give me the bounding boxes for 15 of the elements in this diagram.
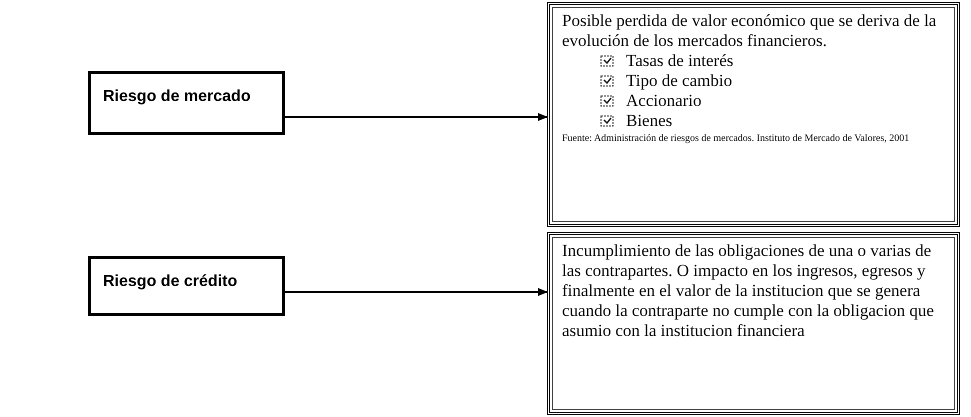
list-item: Tipo de cambio xyxy=(626,71,732,91)
arrow xyxy=(285,113,548,121)
description-box xyxy=(547,232,960,415)
description-text: Incumplimiento de las obligaciones de una o varias de las contrapartes. O impacto en los ingresos, egresos y finalmente en el valor de la institucion que se genera cuando la contraparte no cumple con la obligacion que asumio con la institucion financiera xyxy=(562,241,935,341)
list-item: Tasas de interés xyxy=(626,51,734,71)
list-item: Bienes xyxy=(626,111,672,131)
risk-box xyxy=(88,256,285,316)
description-box xyxy=(547,2,960,227)
description-text: Posible perdida de valor económico que se deriva de la evolución de los mercados financieros. xyxy=(562,11,938,51)
risk-box xyxy=(88,71,285,135)
arrow xyxy=(285,288,548,296)
risk-label: Riesgo de mercado xyxy=(103,88,252,106)
source-note: Fuente: Administración de riesgos de mercados. Instituto de Mercado de Valores, 2001 xyxy=(562,133,910,145)
risk-label: Riesgo de crédito xyxy=(103,273,238,291)
list-item: Accionario xyxy=(626,91,702,111)
